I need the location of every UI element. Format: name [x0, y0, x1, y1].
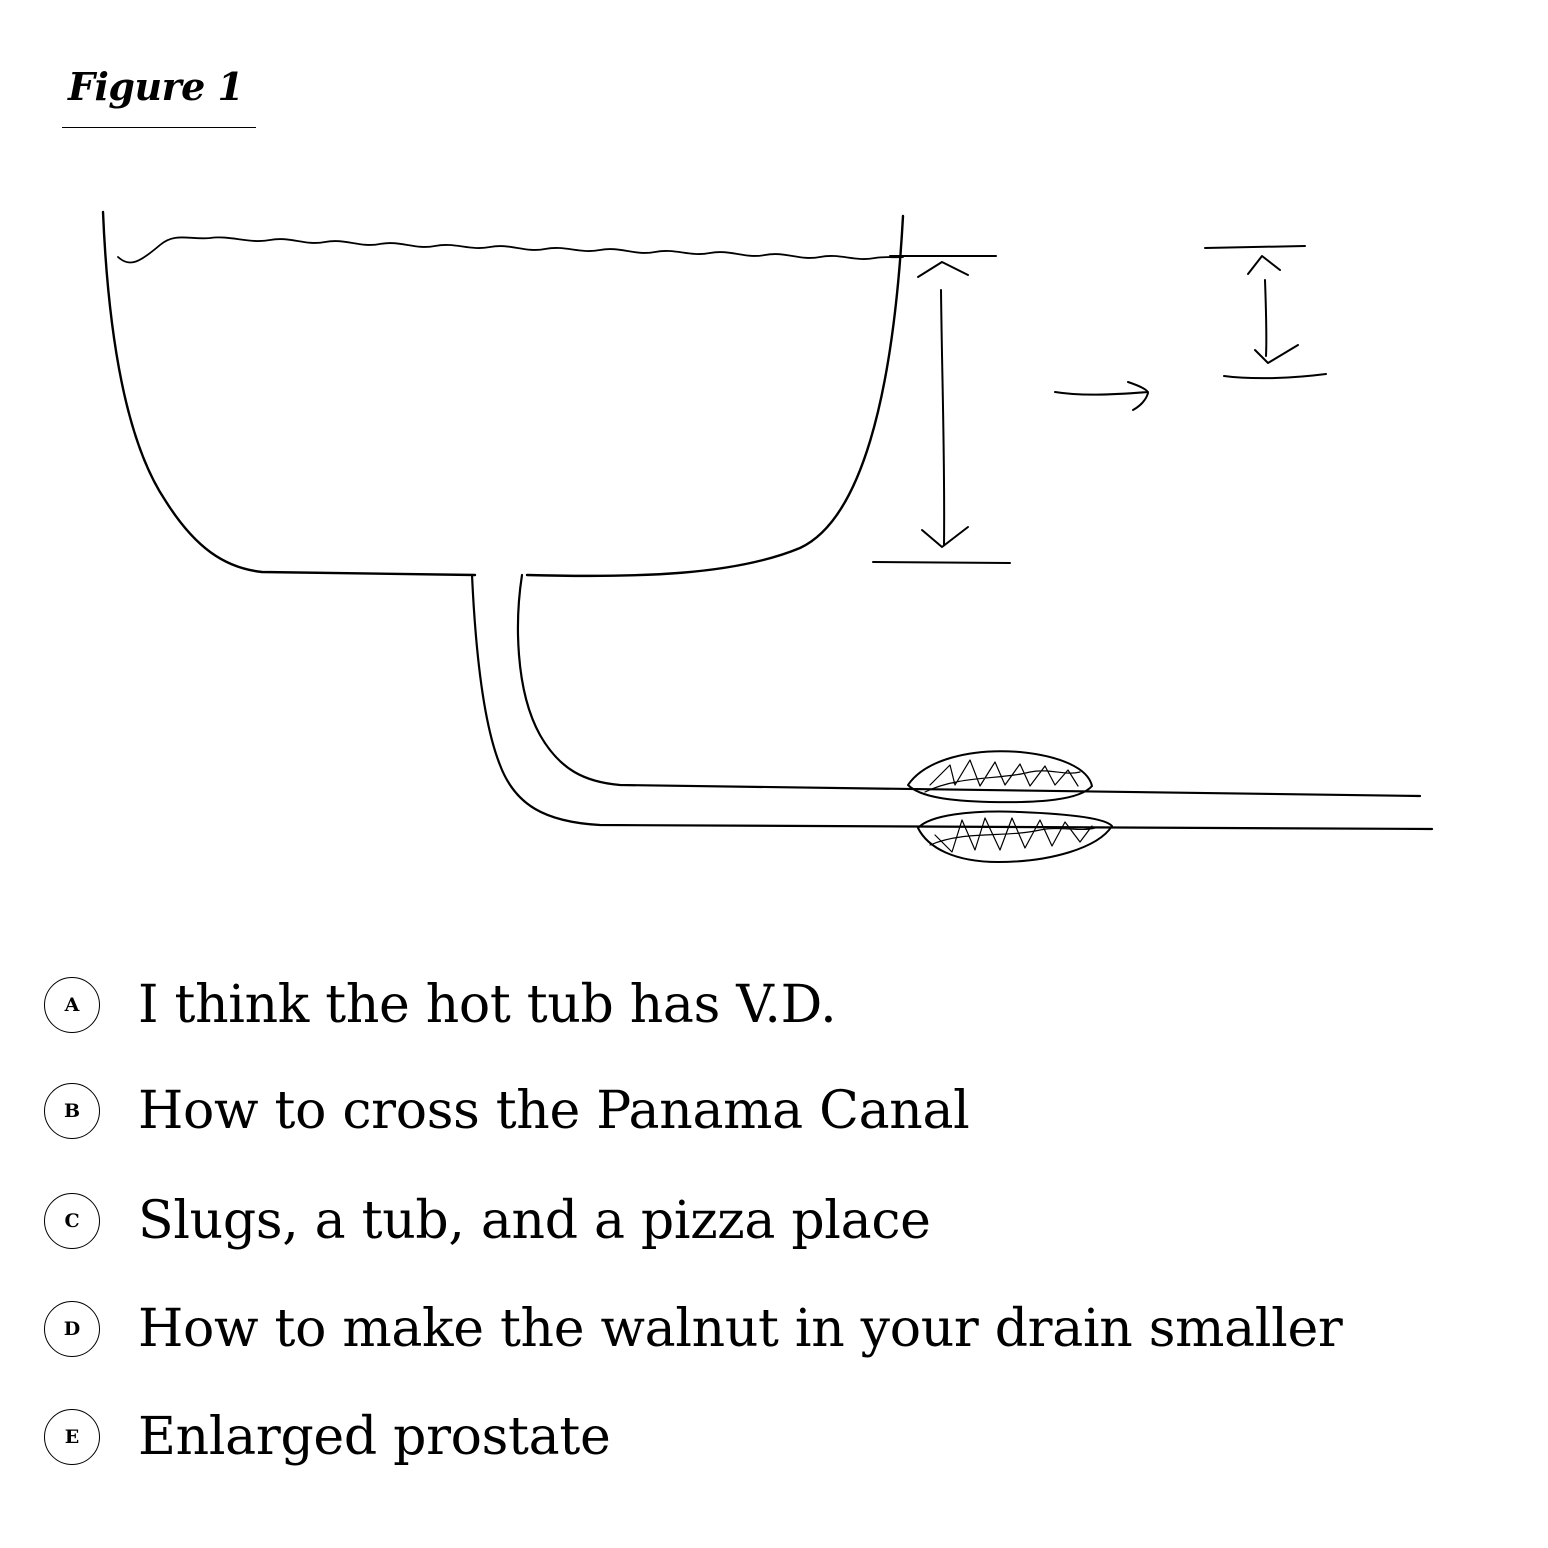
option-b[interactable]: B How to cross the Panama Canal — [44, 1079, 1504, 1143]
option-b-text: How to cross the Panama Canal — [138, 1081, 970, 1141]
walnut-bottom-hatching — [929, 817, 1096, 853]
small-level-shaft — [1264, 279, 1268, 357]
option-d[interactable]: D How to make the walnut in your drain s… — [44, 1297, 1504, 1361]
option-c[interactable]: C Slugs, a tub, and a pizza place — [44, 1189, 1504, 1253]
option-a-letter-badge: A — [44, 977, 100, 1033]
small-level-down-head — [1254, 344, 1299, 364]
tub-drain-diagram — [101, 210, 1434, 863]
option-b-letter-badge: B — [44, 1083, 100, 1139]
option-d-text: How to make the walnut in your drain sma… — [138, 1299, 1343, 1359]
option-d-letter-badge: D — [44, 1301, 100, 1357]
walnut-blockage — [907, 750, 1113, 863]
option-e-letter-badge: E — [44, 1409, 100, 1465]
option-c-letter-badge: C — [44, 1193, 100, 1249]
right-arrow — [1054, 381, 1149, 411]
option-a[interactable]: A I think the hot tub has V.D. — [44, 973, 1504, 1037]
small-level-bottom-line — [1223, 373, 1327, 380]
small-level-top-line — [1204, 245, 1306, 249]
water-level-arrow — [872, 255, 1011, 564]
water-level-bottom-line — [872, 561, 1011, 564]
option-a-text: I think the hot tub has V.D. — [138, 975, 837, 1035]
water-surface — [117, 236, 904, 264]
small-level-up-head — [1247, 255, 1281, 275]
figure-title: Figure 1 — [68, 64, 244, 109]
walnut-top-hatching — [924, 759, 1081, 793]
water-level-up-head — [917, 261, 969, 278]
option-e-text: Enlarged prostate — [138, 1407, 611, 1467]
drain-pipe — [470, 573, 1434, 831]
walnut-bottom — [917, 810, 1113, 863]
water-level-down-head — [921, 526, 969, 548]
option-e[interactable]: E Enlarged prostate — [44, 1405, 1504, 1469]
option-c-text: Slugs, a tub, and a pizza place — [138, 1191, 931, 1251]
tub-outline — [101, 210, 905, 578]
walnut-top — [907, 750, 1093, 804]
small-level-arrow — [1204, 245, 1327, 380]
water-level-shaft — [940, 289, 946, 546]
figure-title-underline — [62, 127, 256, 128]
